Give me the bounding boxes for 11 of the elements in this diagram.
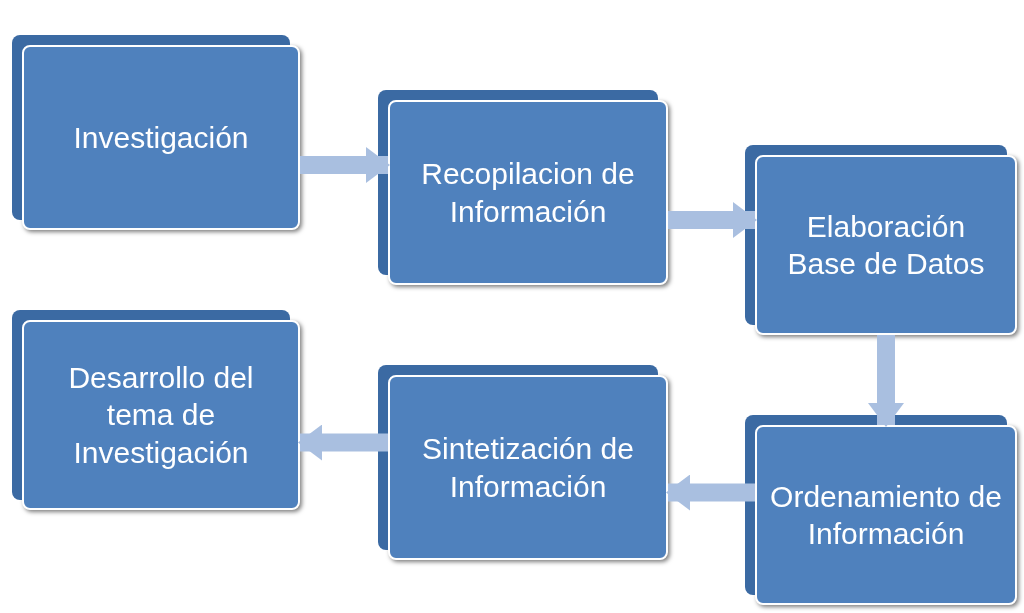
step-label: Sintetización de Información [421, 431, 635, 505]
arrow [666, 474, 755, 511]
step-label: Ordenamiento de Información [769, 478, 1003, 552]
step-label: Investigación [73, 119, 249, 156]
step-label: Recopilacion de Información [420, 156, 636, 230]
step-label: Desarrollo del tema de Investigación [67, 359, 255, 471]
arrow [300, 147, 390, 183]
arrow [298, 424, 388, 461]
step-label: Elaboración Base de Datos [786, 208, 986, 282]
arrow [668, 202, 757, 238]
arrow [868, 335, 904, 427]
